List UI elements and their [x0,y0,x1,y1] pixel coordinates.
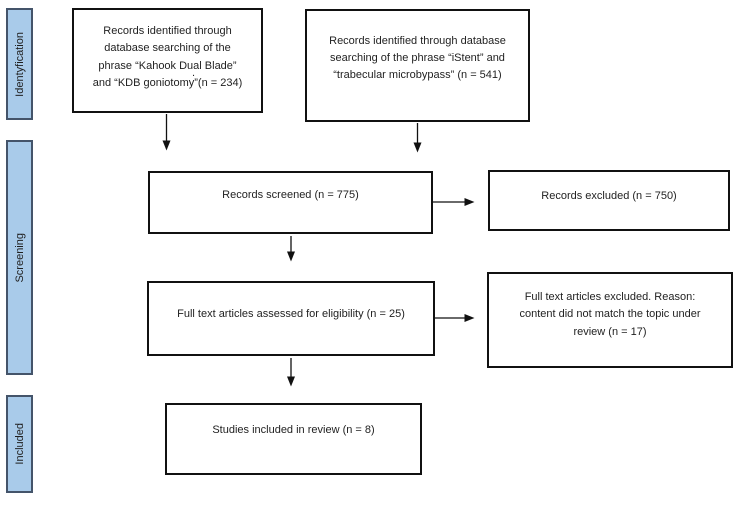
box-fulltext-assessed-text: Full text articles assessed for eligibil… [177,307,405,320]
box-studies-included: Studies included in review (n = 8) [165,403,422,475]
stage-label-included: Included [13,423,26,465]
box-fulltext-assessed: Full text articles assessed for eligibil… [147,281,435,356]
box-records-identified-kdb-text: Records identified through database sear… [92,25,243,89]
box-records-identified-kdb: Records identified through database sear… [72,8,263,113]
stage-label-identification: Identyfication [13,31,26,97]
box-records-identified-istent-text: Records identified through database sear… [329,34,506,82]
stage-bar-screening: Screening [6,140,33,375]
box-records-screened-text: Records screened (n = 775) [222,188,359,201]
box-records-excluded-text: Records excluded (n = 750) [541,189,677,202]
stray-dot-mark: . [192,67,196,79]
stage-label-screening: Screening [13,232,26,283]
box-records-screened: Records screened (n = 775) [148,171,433,234]
box-studies-included-text: Studies included in review (n = 8) [212,424,375,437]
box-records-excluded: Records excluded (n = 750) [488,170,730,231]
box-fulltext-excluded: Full text articles excluded. Reason: con… [487,272,733,368]
box-fulltext-excluded-text: Full text articles excluded. Reason: con… [519,291,701,338]
stage-bar-included: Included [6,395,33,493]
stage-bar-identification: Identyfication [6,8,33,120]
box-records-identified-istent: Records identified through database sear… [305,9,530,122]
